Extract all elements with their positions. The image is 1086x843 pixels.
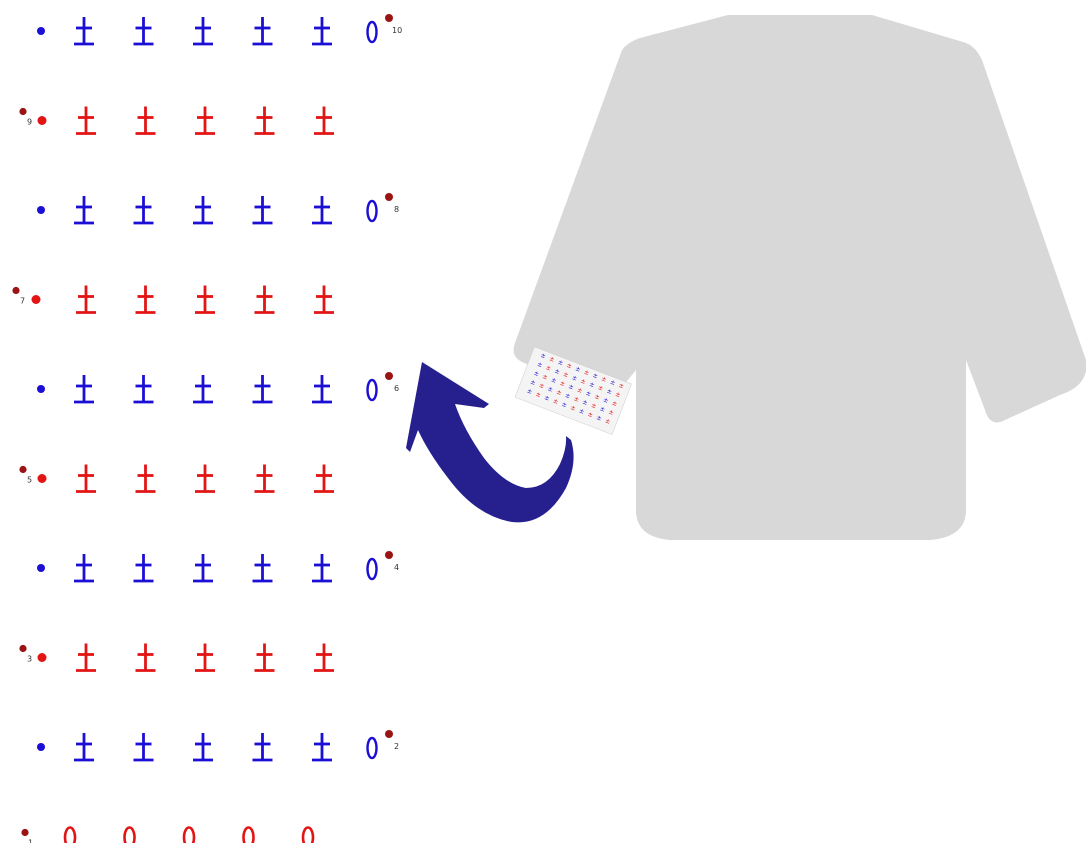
row-number-label: 9 — [27, 118, 32, 127]
stitch-marker-dot — [385, 193, 393, 201]
stitch-symbol — [74, 733, 94, 760]
stitch-symbol — [255, 465, 275, 492]
stitch-symbol — [74, 196, 94, 223]
chart-row-4: 4 — [37, 551, 399, 581]
stitch-symbol — [74, 554, 94, 581]
chart-row-8: 8 — [37, 193, 399, 223]
stitch-symbol — [314, 465, 334, 492]
stitch-symbol — [253, 733, 273, 760]
stitch-symbol — [312, 554, 332, 581]
stitch-symbol — [195, 465, 215, 492]
stitch-marker-dot — [21, 829, 28, 836]
turning-chain-symbol — [368, 22, 377, 42]
chain-stitch-symbol — [65, 828, 75, 843]
chart-row-7: 7 — [12, 286, 334, 313]
stitch-symbol — [76, 107, 96, 134]
stitch-symbol — [134, 196, 154, 223]
stitch-symbol — [136, 465, 156, 492]
stitch-marker-dot — [385, 14, 393, 22]
chain-stitch-symbol — [125, 828, 135, 843]
row-number-label: 10 — [392, 26, 402, 35]
stitch-symbol — [253, 17, 273, 44]
stitch-symbol — [255, 644, 275, 671]
stitch-marker-dot — [385, 730, 393, 738]
stitch-marker-dot — [19, 645, 26, 652]
stitch-symbol — [76, 465, 96, 492]
stitch-marker-dot — [12, 287, 19, 294]
stitch-symbol — [134, 17, 154, 44]
stitch-symbol — [312, 733, 332, 760]
chart-row-3: 3 — [19, 644, 334, 671]
row-start-dot — [38, 474, 47, 483]
sweater-illustration: ±±±±±±±±±±±±±±±±±±±±±±±±±±±±±±±±±±±±±±±±… — [406, 15, 1086, 540]
stitch-symbol — [134, 733, 154, 760]
stitch-symbol — [76, 644, 96, 671]
row-start-dot — [38, 116, 47, 125]
stitch-symbol — [314, 107, 334, 134]
row-start-dot — [38, 653, 47, 662]
stitch-symbol — [193, 17, 213, 44]
row-number-label: 1 — [28, 839, 33, 843]
stitch-symbol — [314, 286, 334, 313]
row-number-label: 5 — [27, 476, 32, 485]
stitch-marker-dot — [19, 466, 26, 473]
stitch-symbol — [195, 107, 215, 134]
chart-row-6: 6 — [37, 372, 399, 402]
stitch-symbol — [134, 375, 154, 402]
stitch-symbol — [314, 644, 334, 671]
stitch-symbol — [134, 554, 154, 581]
chart-row-9: 9 — [19, 107, 334, 134]
row-number-label: 3 — [27, 655, 32, 664]
stitch-symbol — [312, 196, 332, 223]
row-start-dot — [37, 206, 45, 214]
row-start-dot — [37, 564, 45, 572]
chart-row-1: 1 — [21, 828, 313, 843]
stitch-symbol — [74, 375, 94, 402]
stitch-symbol — [312, 375, 332, 402]
stitch-symbol — [74, 17, 94, 44]
row-number-label: 8 — [394, 205, 399, 214]
stitch-marker-dot — [385, 551, 393, 559]
stitch-symbol — [136, 644, 156, 671]
row-number-label: 2 — [394, 742, 399, 751]
stitch-symbol — [195, 286, 215, 313]
stitch-symbol — [193, 196, 213, 223]
chart-row-5: 5 — [19, 465, 334, 492]
chain-stitch-symbol — [244, 828, 254, 843]
stitch-symbol — [253, 375, 273, 402]
turning-chain-symbol — [368, 201, 377, 221]
stitch-symbol — [255, 286, 275, 313]
row-number-label: 7 — [20, 297, 25, 306]
chart-row-2: 2 — [37, 730, 399, 760]
stitch-symbol — [76, 286, 96, 313]
stitch-symbol — [193, 375, 213, 402]
stitch-marker-dot — [19, 108, 26, 115]
stitch-symbol — [193, 554, 213, 581]
turning-chain-symbol — [368, 380, 377, 400]
stitch-chart: 10 9 8 7 6 5 4 3 2 1 — [12, 14, 402, 843]
turning-chain-symbol — [368, 559, 377, 579]
stitch-symbol — [312, 17, 332, 44]
turning-chain-symbol — [368, 738, 377, 758]
stitch-symbol — [136, 107, 156, 134]
row-start-dot — [37, 385, 45, 393]
row-start-dot — [37, 743, 45, 751]
row-number-label: 6 — [394, 384, 399, 393]
stitch-symbol — [253, 554, 273, 581]
stitch-marker-dot — [385, 372, 393, 380]
row-start-dot — [32, 295, 41, 304]
chain-stitch-symbol — [184, 828, 194, 843]
stitch-symbol — [193, 733, 213, 760]
chain-stitch-symbol — [303, 828, 313, 843]
stitch-symbol — [195, 644, 215, 671]
row-start-dot — [37, 27, 45, 35]
stitch-symbol — [255, 107, 275, 134]
row-number-label: 4 — [394, 563, 399, 572]
stitch-symbol — [253, 196, 273, 223]
sweater-silhouette — [514, 15, 1086, 540]
chart-row-10: 10 — [37, 14, 402, 44]
stitch-symbol — [136, 286, 156, 313]
